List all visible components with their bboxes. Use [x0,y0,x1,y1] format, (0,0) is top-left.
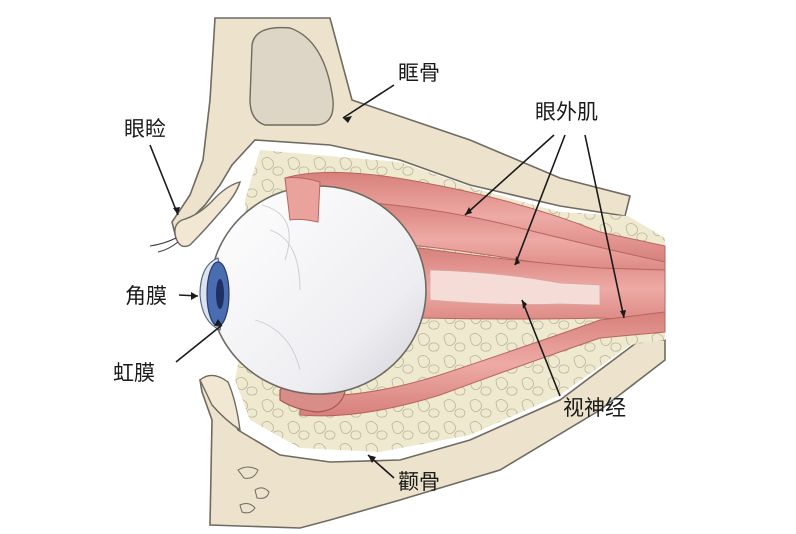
upper-eyelid [174,181,242,248]
inferior-rectus-muscle [299,311,666,417]
label-cheekbone: 颧骨 [398,470,440,494]
label-pointer-heads [173,116,626,463]
eyeball-texture [254,204,301,371]
sinus-cavity [249,26,334,126]
label-pointers [149,84,625,479]
eyelashes [149,237,179,253]
label-cornea: 角膜 [125,284,167,308]
label-iris: 虹膜 [113,361,155,385]
label-extraocular-muscles: 眼外肌 [535,100,598,124]
cheekbone-texture [237,466,270,514]
lower-eyelid [199,374,241,432]
label-optic-nerve: 视神经 [563,396,626,420]
label-eyelid: 眼睑 [124,117,166,141]
optic-nerve [429,269,601,306]
label-orbital-bone: 眶骨 [398,61,440,85]
pupil [216,279,224,309]
superior-muscle-cap [284,177,321,223]
